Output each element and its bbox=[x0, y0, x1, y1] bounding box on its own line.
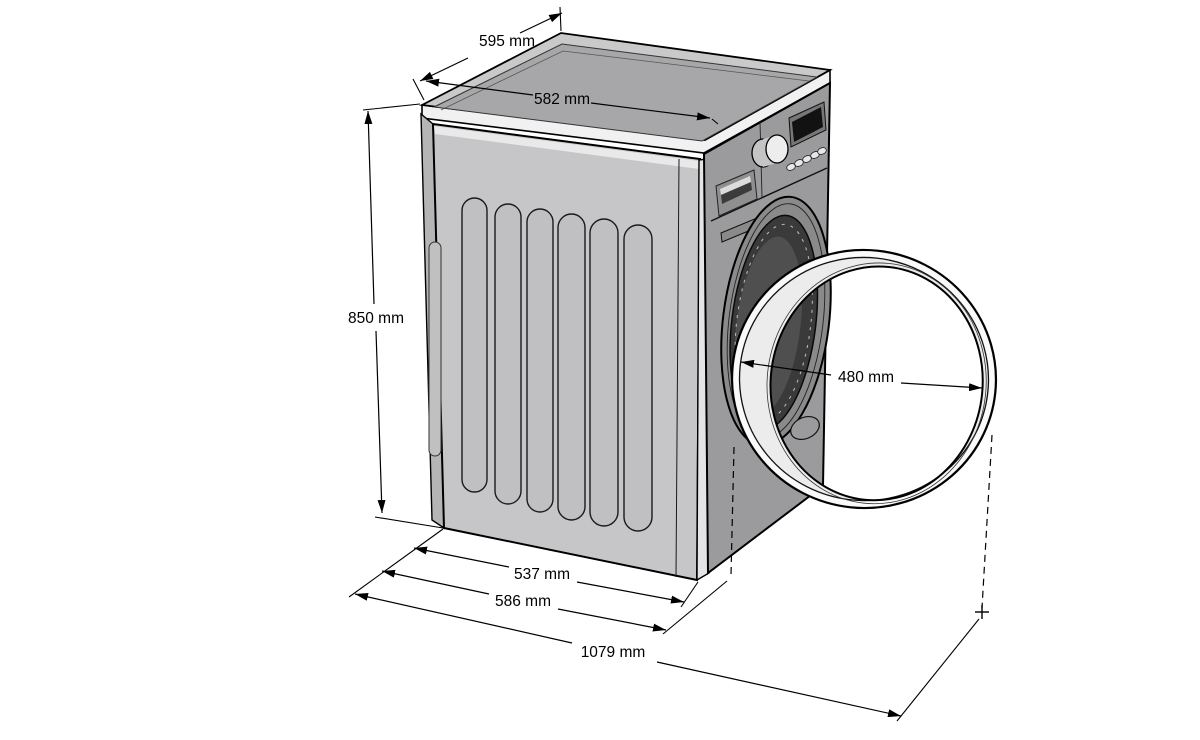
dimension-base-depth: 586 mm bbox=[381, 569, 728, 635]
control-buttons bbox=[786, 147, 827, 171]
door-ring bbox=[730, 248, 998, 510]
door-left-projection-line bbox=[730, 446, 735, 576]
dimension-label-height: 850 mm bbox=[348, 310, 404, 327]
left-side-panel bbox=[428, 122, 702, 582]
dimension-height: 850 mm bbox=[348, 103, 444, 529]
groove-4 bbox=[557, 213, 586, 521]
detergent-drawer bbox=[715, 169, 758, 217]
side-panel-top-highlight bbox=[434, 126, 699, 169]
projection-cross-mark bbox=[975, 605, 989, 619]
dimension-label-top-width: 595 mm bbox=[479, 33, 535, 50]
dimension-label-top-depth: 582 mm bbox=[534, 91, 590, 108]
dimension-depth-door-open: 1079 mm bbox=[348, 528, 980, 722]
top-panel bbox=[419, 32, 833, 154]
door-right-projection-line bbox=[981, 434, 993, 609]
door-seal-ticks bbox=[734, 223, 813, 422]
projection-lines bbox=[730, 434, 993, 619]
dimension-label-door-diameter: 480 mm bbox=[838, 369, 894, 386]
control-panel-seam bbox=[710, 167, 828, 222]
door-ring-inner-edge bbox=[769, 265, 984, 502]
dimension-label-depth-door-open: 1079 mm bbox=[581, 644, 646, 661]
washing-machine bbox=[419, 32, 998, 582]
side-panel-grooves bbox=[461, 197, 653, 532]
dimension-base-inner-depth: 537 mm bbox=[413, 546, 699, 608]
button-5 bbox=[817, 147, 827, 155]
top-panel-surface bbox=[432, 43, 819, 142]
groove-3 bbox=[526, 208, 554, 513]
top-panel-inner-line bbox=[440, 50, 810, 111]
dimension-label-base-inner-depth: 537 mm bbox=[514, 566, 570, 583]
program-knob bbox=[751, 134, 789, 168]
dimension-door-diameter: 480 mm bbox=[740, 359, 983, 392]
groove-6 bbox=[623, 224, 653, 532]
door-ring-outer-edge bbox=[730, 248, 998, 510]
groove-1 bbox=[461, 197, 488, 493]
side-panel-back-strip bbox=[428, 241, 442, 457]
groove-2 bbox=[494, 203, 522, 505]
dimension-top-width: 595 mm bbox=[412, 6, 563, 101]
side-panel-seam bbox=[675, 158, 680, 578]
service-flap bbox=[790, 415, 820, 441]
dimension-top-depth: 582 mm bbox=[425, 78, 719, 125]
dimension-label-base-depth: 586 mm bbox=[495, 593, 551, 610]
display-screen bbox=[788, 101, 827, 148]
groove-5 bbox=[589, 218, 619, 527]
dimension-annotations: 595 mm 582 mm 850 mm 480 mm bbox=[348, 6, 993, 722]
